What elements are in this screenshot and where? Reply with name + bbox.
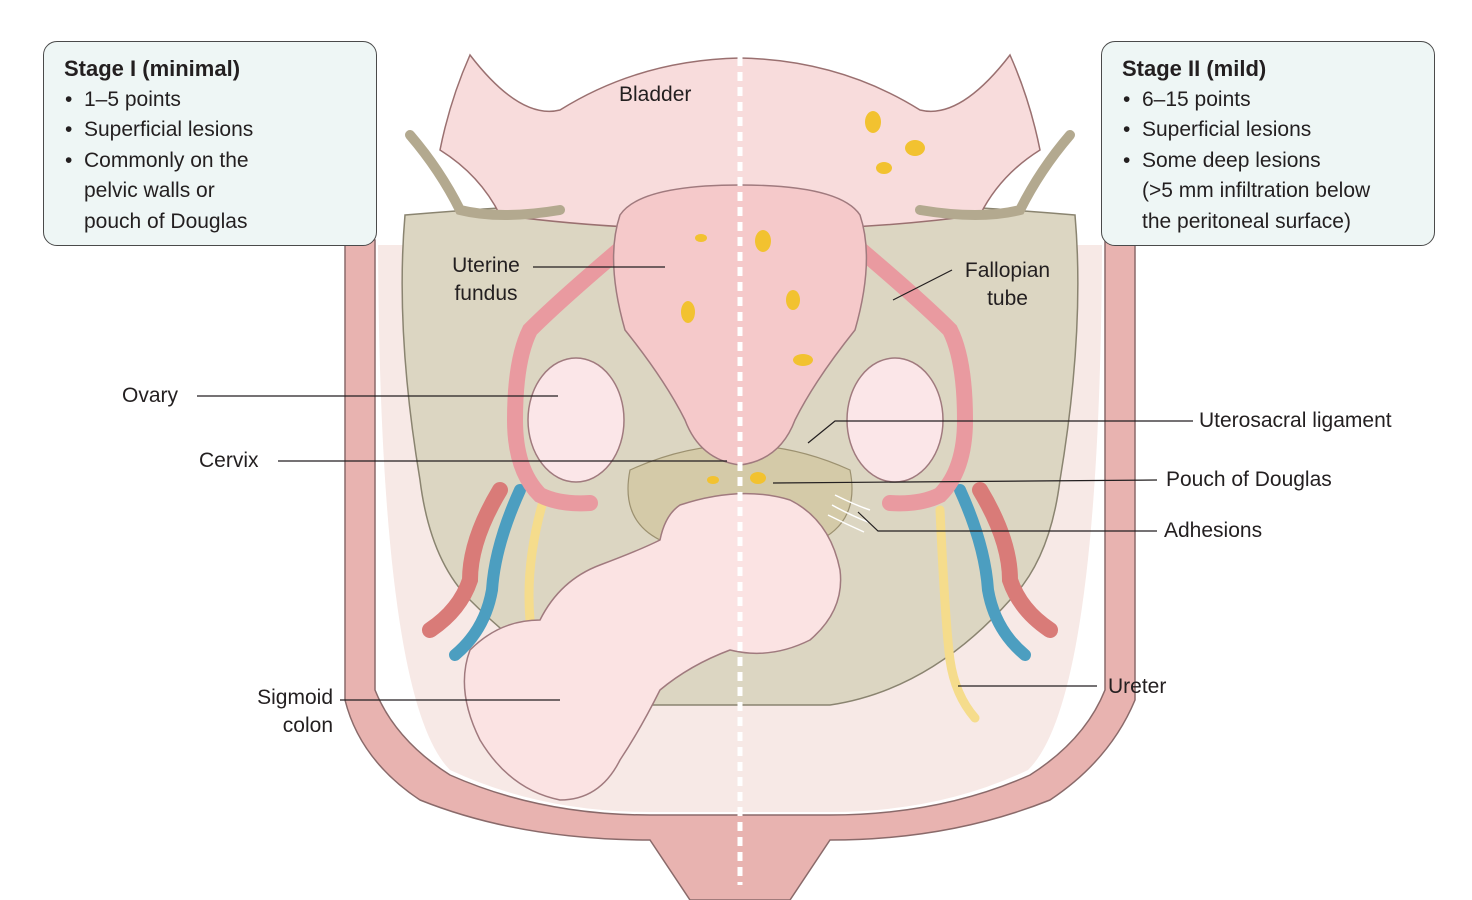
- label-ovary: Ovary: [122, 384, 179, 407]
- lesion: [865, 111, 881, 133]
- leader-fallopian-tube: [892, 269, 953, 301]
- right-ureter: [935, 505, 980, 723]
- label-uterine-fundus: Uterine fundus: [440, 252, 532, 308]
- round-ligament-left: [405, 130, 565, 220]
- bullet-text: pouch of Douglas: [84, 209, 248, 233]
- stage-1-box: Stage I (minimal) 1–5 points Superficial…: [43, 41, 377, 246]
- stage-2-bullet: 6–15 points: [1122, 85, 1418, 116]
- lesion: [755, 230, 771, 252]
- label-line: Uterine: [452, 254, 520, 277]
- label-uterosacral-ligament: Uterosacral ligament: [1199, 409, 1392, 432]
- leader-pouch-of-douglas: [772, 479, 1158, 484]
- sigmoid-colon-shape: [463, 492, 842, 801]
- pelvic-wall: [344, 239, 1136, 900]
- left-ovary: [527, 357, 625, 483]
- stage-1-bullet: Commonly on the pelvic walls or pouch of…: [64, 146, 360, 238]
- label-sigmoid-colon: Sigmoid colon: [230, 684, 333, 740]
- left-artery: [422, 482, 508, 638]
- left-vein: [449, 484, 526, 661]
- uterus-shape: [612, 184, 868, 466]
- leader-uterosacral-ligament: [807, 420, 1193, 444]
- stage-2-bullet: Superficial lesions: [1122, 115, 1418, 146]
- label-bladder: Bladder: [619, 83, 692, 106]
- stage-2-bullet: Some deep lesions (>5 mm infiltration be…: [1122, 146, 1418, 238]
- lesion: [681, 301, 695, 323]
- stage-1-title: Stage I (minimal): [64, 56, 241, 81]
- stage-1-bullet: 1–5 points: [64, 85, 360, 116]
- lesion: [905, 140, 925, 156]
- stage-1-criteria: 1–5 points Superficial lesions Commonly …: [64, 85, 360, 238]
- stage-2-box: Stage II (mild) 6–15 points Superficial …: [1101, 41, 1435, 246]
- label-adhesions: Adhesions: [1164, 519, 1263, 542]
- label-line: tube: [987, 287, 1028, 310]
- leader-adhesions: [857, 511, 1157, 532]
- round-ligament-right: [915, 130, 1075, 220]
- stage-1-bullet: Superficial lesions: [64, 115, 360, 146]
- right-ovary: [846, 357, 944, 483]
- left-ureter: [524, 490, 550, 625]
- stage-2-title: Stage II (mild): [1122, 56, 1267, 81]
- label-pouch-of-douglas: Pouch of Douglas: [1166, 468, 1332, 491]
- bullet-text: 1–5 points: [84, 87, 181, 111]
- lesion: [707, 476, 719, 484]
- bullet-text: Some deep lesions: [1142, 148, 1321, 172]
- bullet-text: Commonly on the: [84, 148, 249, 172]
- right-fallopian-tube: [847, 237, 974, 512]
- stage-2-criteria: 6–15 points Superficial lesions Some dee…: [1122, 85, 1418, 238]
- label-ureter: Ureter: [1108, 675, 1167, 698]
- bullet-text: the peritoneal surface): [1142, 209, 1351, 233]
- bullet-text: pelvic walls or: [84, 179, 215, 202]
- label-line: Fallopian: [964, 259, 1051, 282]
- bullet-text: 6–15 points: [1142, 87, 1251, 111]
- lesion: [876, 162, 892, 174]
- right-vein: [954, 484, 1031, 661]
- label-cervix: Cervix: [199, 449, 259, 472]
- lesion: [695, 234, 707, 242]
- bullet-text: Superficial lesions: [1142, 118, 1312, 141]
- label-line: colon: [282, 714, 333, 737]
- label-line: fundus: [454, 282, 518, 305]
- bullet-text: Superficial lesions: [84, 118, 254, 141]
- lesion: [750, 472, 766, 484]
- right-artery: [972, 482, 1058, 638]
- bullet-text: (>5 mm infiltration below: [1142, 179, 1371, 202]
- label-line: Sigmoid: [257, 686, 333, 709]
- adhesion-strands: [827, 494, 871, 533]
- lesion: [793, 354, 813, 366]
- label-fallopian-tube: Fallopian tube: [955, 257, 1060, 313]
- left-fallopian-tube: [506, 237, 633, 512]
- lesion: [786, 290, 800, 310]
